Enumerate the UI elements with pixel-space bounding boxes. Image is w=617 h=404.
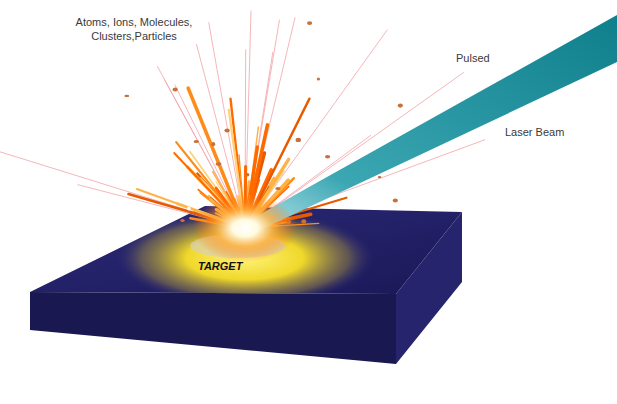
ejected-particle — [307, 21, 312, 25]
ejected-particle — [187, 207, 191, 211]
ejected-particle — [173, 87, 178, 91]
ejected-particle — [398, 104, 403, 108]
ejected-particle — [194, 140, 199, 143]
ejected-particle — [301, 219, 306, 223]
beam-label: Laser Beam — [505, 126, 595, 140]
ejected-particle — [75, 64, 81, 67]
ejected-particle — [378, 176, 382, 178]
ejected-particle — [317, 77, 320, 80]
ejected-particle — [224, 129, 229, 133]
ejected-particle — [390, 169, 394, 172]
beam-label: Pulsed — [456, 52, 526, 66]
laser-beam — [243, 15, 617, 232]
ejected-particle — [216, 162, 222, 165]
ejected-particle — [225, 52, 228, 56]
ejected-particle — [124, 95, 129, 97]
ejected-particle — [325, 155, 330, 159]
target-front-face — [30, 292, 396, 364]
ejected-particle — [246, 173, 249, 177]
plasma-glow — [193, 194, 297, 262]
ejected-particle — [361, 45, 366, 49]
ejected-particle — [211, 142, 215, 146]
target-label: TARGET — [198, 260, 278, 274]
ejected-particle — [180, 219, 184, 222]
ejected-particle — [311, 150, 317, 154]
ejected-particle — [275, 187, 280, 190]
species-label: Atoms, Ions, Molecules, Clusters,Particl… — [64, 16, 204, 44]
ejected-particle — [393, 199, 398, 203]
ejected-particle — [296, 138, 301, 142]
ejected-particle — [141, 94, 145, 98]
